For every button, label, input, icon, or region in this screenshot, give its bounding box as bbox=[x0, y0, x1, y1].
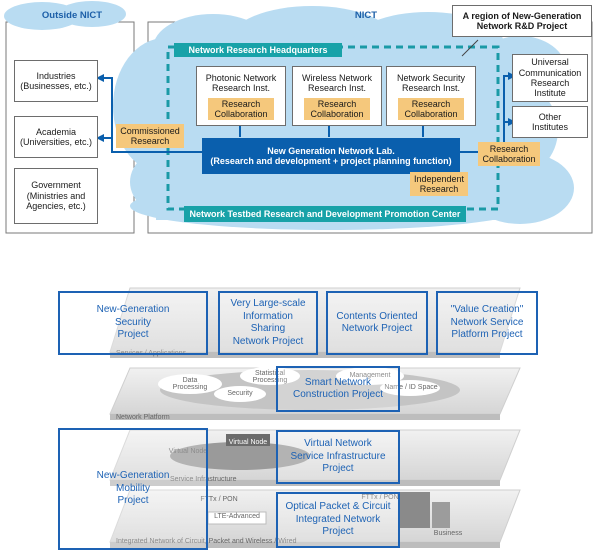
photonic-institute-name: Photonic Network Research Inst. bbox=[205, 72, 277, 93]
virtual-node-label-1: Virtual Node bbox=[228, 438, 268, 446]
services-plate-edge bbox=[110, 352, 500, 358]
value-creation-project-box: "Value Creation" Network Service Platfor… bbox=[436, 291, 538, 355]
business-label: Business bbox=[433, 530, 463, 537]
universal-communication-box: Universal Communication Research Institu… bbox=[512, 54, 588, 102]
wireless-institute-box: Wireless Network Research Inst. Research… bbox=[292, 66, 382, 126]
nict-organization-diagram bbox=[4, 1, 593, 234]
security-bubble bbox=[214, 386, 266, 402]
photonic-institute-box: Photonic Network Research Inst. Research… bbox=[196, 66, 286, 126]
industries-box: Industries (Businesses, etc.) bbox=[14, 60, 98, 102]
outside-cloud bbox=[4, 1, 126, 30]
commissioned-research-tag: Commissioned Research bbox=[116, 124, 184, 148]
optical-packet-project-box: Optical Packet & Circuit Integrated Netw… bbox=[276, 492, 400, 548]
research-headquarters-label: Network Research Headquarters bbox=[174, 43, 342, 57]
integrated-plate-edge bbox=[110, 542, 500, 548]
business-building-small bbox=[432, 502, 450, 528]
data-processing-label: Data Processing bbox=[172, 377, 208, 391]
lte-advanced-label: LTE-Advanced bbox=[214, 513, 260, 520]
nict-label: NICT bbox=[354, 10, 378, 21]
management-bubble bbox=[336, 367, 404, 385]
security-label: Security bbox=[227, 390, 253, 397]
name-id-space-label: Name / ID Space bbox=[384, 384, 438, 391]
infra-layer-label: Service Infrastructure bbox=[170, 476, 237, 483]
name-id-bubble bbox=[380, 380, 440, 396]
lte-bubble bbox=[207, 511, 267, 525]
other-institutes-box: Other Institutes bbox=[512, 106, 588, 138]
government-box: Government (Ministries and Agencies, etc… bbox=[14, 168, 98, 224]
virtual-node-oval bbox=[170, 442, 310, 470]
smart-network-project-box: Smart Network Construction Project bbox=[276, 366, 400, 412]
information-sharing-project-box: Very Large-scale Information Sharing Net… bbox=[218, 291, 318, 355]
new-generation-network-lab: New Generation Network Lab. (Research an… bbox=[202, 138, 460, 174]
network-layer-illustration bbox=[109, 287, 521, 548]
project-region-callout: A region of New-Generation Network R&D P… bbox=[452, 5, 592, 37]
business-building bbox=[400, 492, 430, 528]
statistical-bubble bbox=[240, 367, 300, 385]
platform-plate-edge bbox=[110, 414, 500, 420]
statistical-processing-label: Statistical Processing bbox=[252, 370, 288, 384]
photonic-collaboration-tag: Research Collaboration bbox=[208, 98, 274, 120]
platform-layer-label: Network Platform bbox=[116, 414, 170, 421]
contents-oriented-project-box: Contents Oriented Network Project bbox=[326, 291, 428, 355]
security-institute-box: Network Security Research Inst. Research… bbox=[386, 66, 476, 126]
academia-box: Academia (Universities, etc.) bbox=[14, 116, 98, 158]
testbed-center-label: Network Testbed Research and Development… bbox=[184, 206, 466, 222]
security-collaboration-tag: Research Collaboration bbox=[398, 98, 464, 120]
wireless-collaboration-tag: Research Collaboration bbox=[304, 98, 370, 120]
data-processing-bubble bbox=[158, 374, 222, 394]
security-project-box: New-Generation Security Project bbox=[58, 291, 208, 355]
independent-research-tag: Independent Research bbox=[410, 172, 468, 196]
virtual-network-project-box: Virtual Network Service Infrastructure P… bbox=[276, 430, 400, 484]
right-collaboration-tag: Research Collaboration bbox=[478, 142, 540, 166]
management-label: Management bbox=[349, 372, 391, 379]
wireless-institute-name: Wireless Network Research Inst. bbox=[301, 72, 372, 93]
mobility-project-box: New-Generation Mobility Project bbox=[58, 428, 208, 550]
callout-pointer bbox=[461, 39, 479, 57]
outside-nict-label: Outside NICT bbox=[41, 10, 103, 21]
security-institute-name: Network Security Research Inst. bbox=[396, 72, 466, 93]
virtual-node-box bbox=[226, 434, 270, 446]
virtual-node-label-2: Virtual Node bbox=[168, 448, 208, 455]
fttx-pon-label-left: FTTx / PON bbox=[200, 496, 238, 503]
fttx-pon-label-right: FTTx / PON bbox=[361, 494, 399, 501]
